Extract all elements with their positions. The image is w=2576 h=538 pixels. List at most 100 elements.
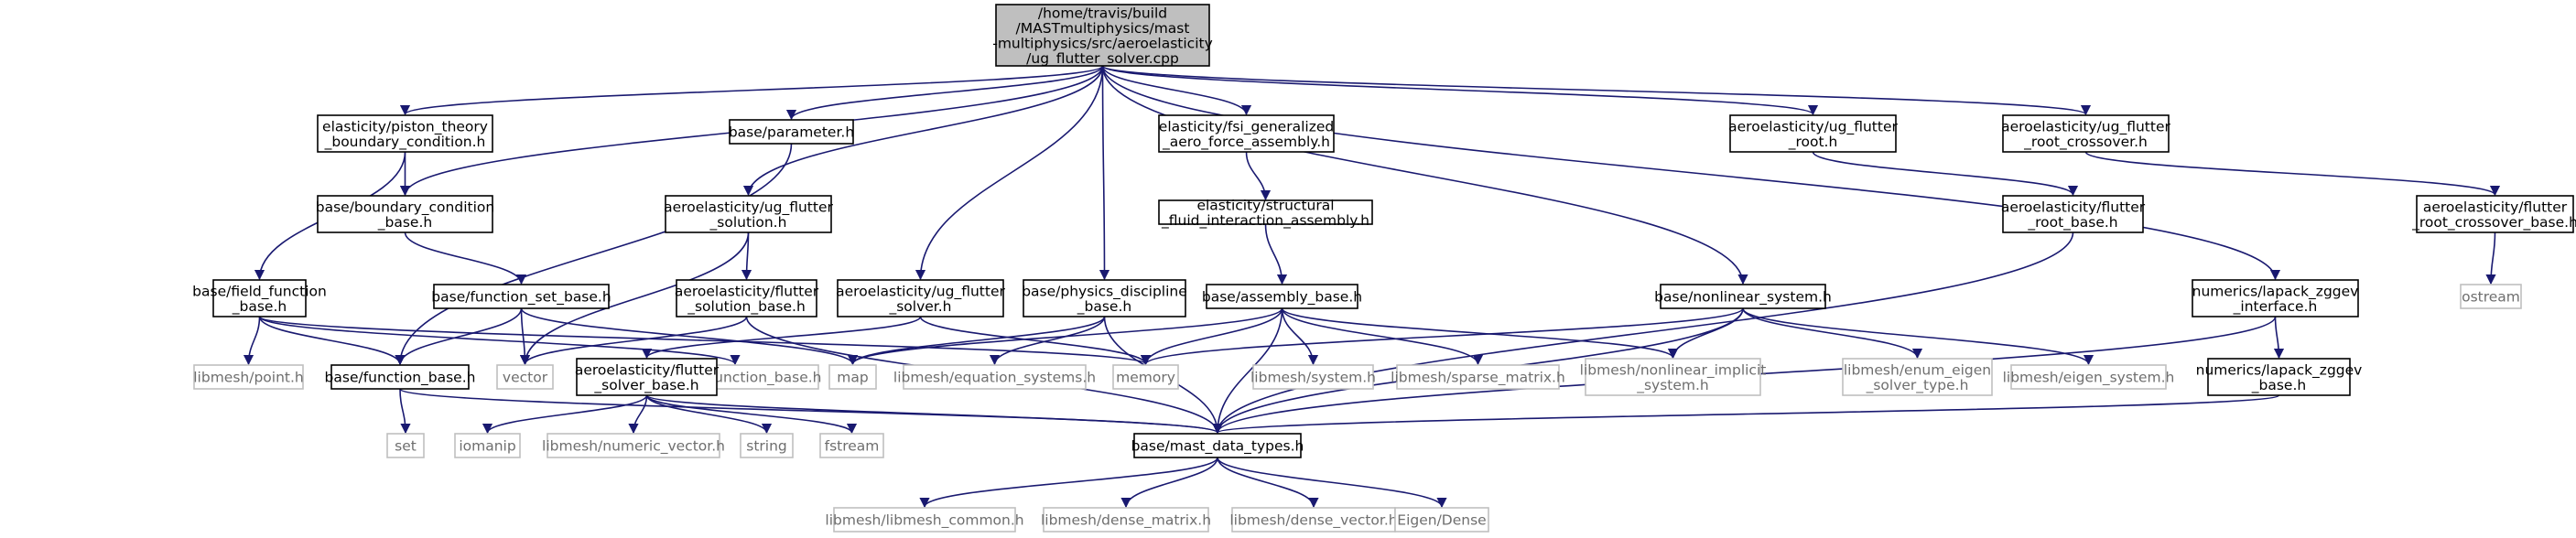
node-nonlinear[interactable]: base/nonlinear_system.h	[1654, 284, 1832, 309]
node-box	[2192, 279, 2359, 317]
edge-root-to-ugrootx	[1101, 65, 2091, 116]
nodes-layer: /home/travis/build/MASTmultiphysics/mast…	[192, 4, 2576, 533]
node-box	[576, 358, 718, 396]
node-box	[1252, 364, 1374, 390]
node-label: _root.h	[1788, 134, 1838, 151]
node-label: libmesh/sparse_matrix.h	[1391, 370, 1565, 387]
edge-nonlinear-to-lm-enumeigen	[1742, 307, 1923, 360]
node-label: fstream	[825, 438, 880, 455]
node-bcbase[interactable]: base/boundary_condition_base.h	[316, 195, 494, 233]
node-frootxbase[interactable]: aeroelasticity/flutter_root_crossover_ba…	[2411, 195, 2576, 233]
node-assembly[interactable]: base/assembly_base.h	[1202, 284, 1362, 309]
node-label: aeroelasticity/flutter	[675, 283, 819, 299]
node-fsolverbase[interactable]: aeroelasticity/flutter_solver_base.h	[575, 358, 720, 396]
edge-fnset-to-fnbase	[395, 307, 523, 366]
node-box	[2002, 195, 2144, 233]
edge-fieldfn-to-memory	[258, 316, 1151, 366]
node-root[interactable]: /home/travis/build/MASTmultiphysics/mast…	[992, 4, 1213, 68]
node-box	[828, 364, 877, 390]
edge-fsolverbase-to-lm-numvec	[628, 394, 648, 435]
node-box	[903, 364, 1087, 390]
node-box	[1660, 284, 1826, 309]
node-frootbase[interactable]: aeroelasticity/flutter_root_base.h	[2001, 195, 2146, 233]
edge-assembly-to-lm-system	[1281, 307, 1319, 366]
edge-ugrootx-to-frootxbase	[2084, 151, 2500, 197]
node-label: aeroelasticity/flutter	[575, 361, 720, 378]
node-label: libmesh/numeric_vector.h	[542, 438, 725, 456]
node-ugroot[interactable]: aeroelasticity/ug_flutter_root.h	[1728, 114, 1898, 153]
node-label: base/function_set_base.h	[431, 289, 611, 307]
node-parameter[interactable]: base/parameter.h	[729, 119, 854, 145]
node-label: libmesh/eigen_system.h	[2003, 370, 2175, 387]
node-ugrootx[interactable]: aeroelasticity/ug_flutter_root_crossover…	[2001, 114, 2170, 153]
node-box	[2460, 284, 2522, 309]
edge-nonlinear-to-lm-nonlinimp	[1667, 307, 1744, 360]
node-label: aeroelasticity/flutter	[2001, 199, 2146, 215]
edge-mastdata-to-lm-densemat	[1120, 457, 1218, 509]
node-label: _solver.h	[888, 298, 951, 316]
node-label: _boundary_condition.h	[324, 134, 486, 151]
edge-fsolverbase-to-mastdata	[645, 394, 1223, 435]
node-lm-eqsys: libmesh/equation_systems.h	[893, 364, 1096, 390]
node-box	[1112, 364, 1179, 390]
edge-physdisc-to-map	[848, 316, 1106, 366]
node-physdisc[interactable]: base/physics_discipline_base.h	[1022, 279, 1187, 317]
node-label: _solver_type.h	[1866, 377, 1969, 394]
node-box	[676, 279, 817, 317]
node-box	[454, 433, 521, 458]
node-label: iomanip	[459, 438, 515, 455]
node-label: map	[837, 370, 868, 386]
edge-fieldfn-to-lm-fnbase	[258, 316, 741, 366]
node-lapackif[interactable]: numerics/lapack_zggev_interface.h	[2192, 279, 2359, 317]
node-box	[212, 279, 307, 317]
node-fsi[interactable]: elasticity/fsi_generalized_aero_force_as…	[1158, 114, 1335, 153]
node-sfia[interactable]: elasticity/structural_fluid_interaction_…	[1158, 197, 1373, 230]
node-lm-numvec: libmesh/numeric_vector.h	[542, 433, 725, 458]
node-lm-system: libmesh/system.h	[1250, 364, 1376, 390]
node-label: _solution_base.h	[687, 298, 806, 316]
node-box	[2207, 358, 2351, 396]
node-label: set	[395, 438, 417, 455]
node-label: _solver_base.h	[593, 377, 698, 394]
node-lm-densemat: libmesh/dense_matrix.h	[1041, 507, 1211, 533]
node-label: libmesh/libmesh_common.h	[825, 512, 1023, 530]
node-box	[330, 364, 470, 390]
node-ugsolution[interactable]: aeroelasticity/ug_flutter_solution.h	[664, 195, 833, 233]
node-label: _solution.h	[709, 214, 787, 231]
node-label: _system.h	[1636, 377, 1709, 394]
node-label: base/physics_discipline	[1022, 283, 1187, 300]
node-box	[1206, 284, 1358, 309]
node-label: /MASTmultiphysics/mast	[1016, 20, 1190, 37]
node-label: _root_crossover_base.h	[2411, 214, 2576, 231]
node-map: map	[828, 364, 877, 390]
node-ugsolver[interactable]: aeroelasticity/ug_flutter_solver.h	[836, 279, 1005, 317]
node-box	[1043, 507, 1209, 533]
edge-fieldfn-to-lm-point	[243, 316, 261, 366]
node-label: _base.h	[377, 214, 432, 231]
node-fieldfn[interactable]: base/field_function_base.h	[192, 279, 327, 317]
node-label: elasticity/structural	[1196, 197, 1334, 213]
node-fnbase[interactable]: base/function_base.h	[325, 364, 476, 390]
node-mastdata[interactable]: base/mast_data_types.h	[1131, 433, 1304, 458]
node-label: base/parameter.h	[729, 124, 854, 141]
edge-root-to-ugsolution	[742, 65, 1104, 197]
node-box	[1158, 114, 1335, 153]
node-box	[2010, 364, 2167, 390]
edge-assembly-to-lm-sparse	[1281, 307, 1484, 366]
node-label: string	[746, 438, 787, 455]
node-label: /home/travis/build	[1038, 5, 1167, 21]
edge-fnset-to-vector	[519, 307, 531, 366]
node-box	[2002, 114, 2170, 153]
node-box	[1585, 358, 1761, 396]
edge-root-to-ugroot	[1101, 65, 1818, 116]
node-label: _interface.h	[2233, 298, 2318, 316]
edge-mastdata-to-eigendense	[1217, 457, 1447, 509]
node-fnset[interactable]: base/function_set_base.h	[431, 284, 612, 309]
node-piston[interactable]: elasticity/piston_theory_boundary_condit…	[317, 114, 493, 153]
edge-nonlinear-to-memory	[1141, 307, 1744, 366]
node-lapackbase[interactable]: numerics/lapack_zggev_base.h	[2196, 358, 2363, 396]
edge-ugsolver-to-fsolverbase	[642, 316, 922, 360]
node-label: base/field_function	[192, 283, 327, 300]
node-fsolutionbase[interactable]: aeroelasticity/flutter_solution_base.h	[675, 279, 819, 317]
